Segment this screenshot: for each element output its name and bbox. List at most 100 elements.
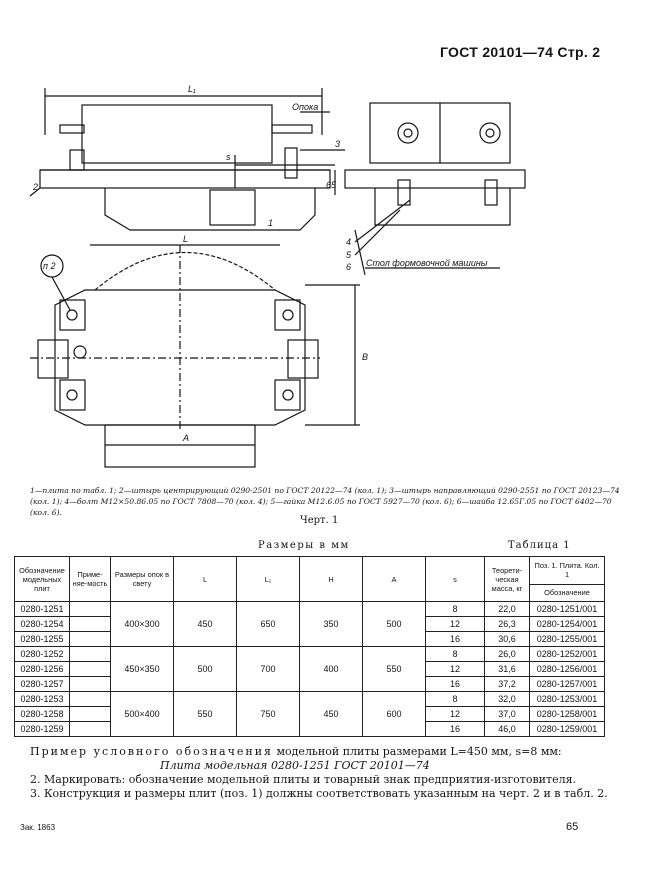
example-code: Плита модельная 0280-1251 ГОСТ 20101—74 [160,759,430,772]
item-3: 3. Конструкция и размеры плит (поз. 1) д… [30,787,608,800]
table-cell: 0280-1257 [14,676,70,692]
label-2: 2 [32,182,38,192]
table-cell: 37,0 [484,706,530,722]
table-header-row: Обозначение модельных плит Приме-няе-мос… [14,556,605,602]
technical-drawing: L₁ Опока 3 s 65 2 1 L 4 5 6 Стол формово… [29,84,526,468]
col-header: s [425,556,485,602]
table-cell: 0280-1254 [14,616,70,632]
table-cell: 350 [299,601,363,647]
table-cell: 0280-1255/001 [529,631,605,647]
label-l1: L₁ [188,84,196,94]
table-cell: 16 [425,721,485,737]
table-cell: 0280-1256 [14,661,70,677]
page-number: 65 [566,821,579,833]
table-cell: 0280-1259/001 [529,721,605,737]
table-cell [69,616,111,632]
table-cell [69,601,111,617]
body-text: Пример условного обозначения модельной п… [30,745,630,801]
table-cell: 550 [173,691,237,737]
table-cell: 450 [173,601,237,647]
col-subheader: Обозначение [529,583,605,603]
table-cell: 450×350 [110,646,174,692]
figure-caption: 1—плита по табл. 1; 2—штырь центрирующий… [30,486,620,517]
table-cell: 8 [425,691,485,707]
model-plate [39,169,331,189]
col-header: Размеры опок в свету [110,556,174,602]
label-s: s [226,152,231,162]
col-header: L [173,556,237,602]
table-cell: 12 [425,706,485,722]
print-order: Зак. 1863 [20,823,56,832]
table-cell: 550 [362,646,426,692]
label-1: 1 [268,218,273,228]
table-cell [69,661,111,677]
dimensions-table: Обозначение модельных плит Приме-няе-мос… [14,556,605,737]
label-p2: п 2 [43,261,55,271]
table-cell: 12 [425,661,485,677]
label-l: L [183,234,188,244]
flask-body [81,104,273,164]
table-cell: 31,6 [484,661,530,677]
table-label: Таблица 1 [508,540,571,551]
page-header: ГОСТ 20101—74 Стр. 2 [440,44,601,60]
table-cell: 0280-1254/001 [529,616,605,632]
table-cell: 32,0 [484,691,530,707]
table-cell: 0280-1251/001 [529,601,605,617]
table-cell: 0280-1255 [14,631,70,647]
table-cell: 30,6 [484,631,530,647]
col-header: Поз. 1. Плита. Кол. 1 [529,556,605,585]
table-cell: 0280-1257/001 [529,676,605,692]
table-cell: 0280-1258/001 [529,706,605,722]
table-cell: 0280-1252/001 [529,646,605,662]
table-cell [69,691,111,707]
label-65: 65 [326,180,337,190]
table-cell [69,706,111,722]
table-cell: 650 [236,601,300,647]
item-2: 2. Маркировать: обозначение модельной пл… [30,773,577,786]
label-a: A [182,433,189,443]
table-cell: 12 [425,616,485,632]
table-cell: 400 [299,646,363,692]
label-machine-table: Стол формовочной машины [366,258,488,268]
label-b: B [362,352,368,362]
col-header: Приме-няе-мость [69,556,111,602]
figure-label: Черт. 1 [300,515,339,526]
table-cell: 22,0 [484,601,530,617]
label-3: 3 [335,139,340,149]
table-cell [69,631,111,647]
table-cell: 37,2 [484,676,530,692]
col-header: L₁ [236,556,300,602]
label-6: 6 [346,262,351,272]
table-cell: 500×400 [110,691,174,737]
units-label: Размеры в мм [258,540,350,551]
table-cell: 700 [236,646,300,692]
table-cell: 46,0 [484,721,530,737]
table-cell [69,646,111,662]
table-cell: 16 [425,676,485,692]
table-cell: 0280-1259 [14,721,70,737]
table-cell: 26,0 [484,646,530,662]
table-cell: 600 [362,691,426,737]
table-cell: 8 [425,646,485,662]
table-cell: 16 [425,631,485,647]
col-header: A [362,556,426,602]
table-cell: 26,3 [484,616,530,632]
table-cell: 0280-1253/001 [529,691,605,707]
example-body: модельной плиты размерами L=450 мм, s=8 … [276,745,562,758]
table-cell: 400×300 [110,601,174,647]
table-cell: 500 [173,646,237,692]
table-cell [69,676,111,692]
col-header: H [299,556,363,602]
table-cell: 500 [362,601,426,647]
col-header: Теорети-ческая масса, кг [484,556,530,602]
example-label: Пример условного обозначения [30,745,273,758]
label-4: 4 [346,237,351,247]
table-cell: 0280-1256/001 [529,661,605,677]
